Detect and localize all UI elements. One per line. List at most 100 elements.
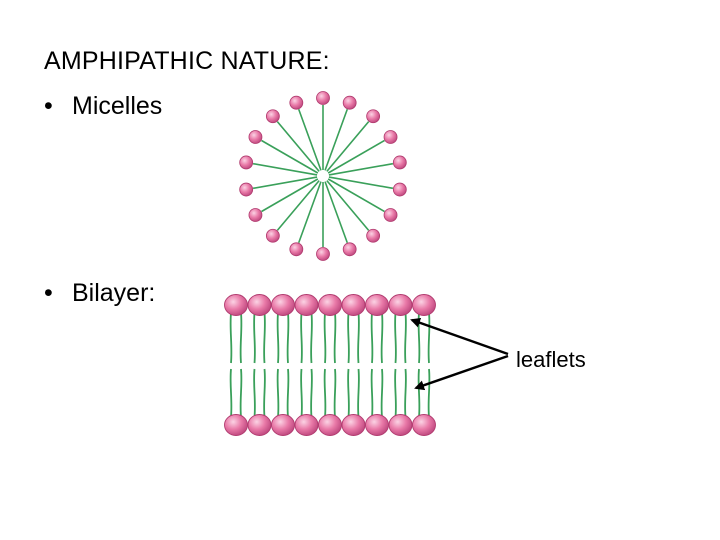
micelle-lipid-head (265, 228, 280, 243)
bilayer-lipid-head (224, 294, 248, 316)
micelle-lipid-tail (297, 181, 322, 243)
bilayer-lipid-tail (300, 368, 303, 418)
bilayer-lipid-tail (300, 312, 303, 364)
bilayer-lipid-tail (427, 368, 431, 418)
callout-arrow-bottom (414, 354, 509, 391)
micelle-lipid-head (316, 247, 330, 261)
bilayer-lipid-tail (347, 368, 350, 418)
bilayer-lipid-tail (323, 368, 327, 418)
bullet-bilayer-label: Bilayer: (72, 279, 156, 307)
bilayer-lipid-tail (239, 368, 243, 418)
micelle-lipid-head (289, 242, 304, 257)
micelle-lipid-tail (327, 139, 385, 174)
bilayer-lipid-tail (276, 368, 280, 418)
micelle-lipid-head (392, 182, 407, 197)
bilayer-lipid-tail (310, 312, 313, 364)
bilayer-lipid-head (224, 414, 248, 436)
micelle-lipid-head (289, 95, 304, 110)
bilayer-lipid-tail (253, 368, 256, 418)
bilayer-lipid-tail (310, 368, 313, 418)
micelle-lipid-head (248, 130, 263, 144)
bullet-micelles: • Micelles (44, 92, 162, 121)
micelle-lipid-head (383, 208, 398, 222)
bilayer-lipid-head (271, 294, 295, 316)
bilayer-lipid-tail (323, 312, 327, 364)
micelle-lipid-head (392, 155, 407, 170)
bullet-marker: • (44, 279, 53, 307)
bilayer-lipid-head (388, 414, 413, 436)
bilayer-lipid-head (388, 294, 413, 316)
leaflets-callout: leaflets (410, 317, 586, 391)
bilayer-lipid-head (341, 414, 366, 436)
bilayer-diagram (224, 294, 436, 436)
micelle-lipid-tail (324, 181, 349, 243)
bilayer-lipid-tail (253, 312, 256, 364)
micelle-lipid-tail (252, 162, 318, 176)
slide-heading: AMPHIPATHIC NATURE: (44, 47, 330, 75)
bilayer-lipid-tail (394, 368, 397, 418)
bilayer-lipid-head (247, 414, 272, 436)
bullet-micelles-label: Micelles (72, 92, 163, 120)
micelle-lipid-tail (328, 176, 394, 190)
bilayer-tails (229, 312, 431, 418)
micelle-lipid-head (366, 228, 381, 243)
bilayer-lipid-tail (404, 312, 407, 364)
bilayer-lipid-tail (427, 312, 431, 364)
callout-arrow-top (410, 317, 509, 356)
bilayer-lipid-tail (263, 312, 266, 364)
bilayer-lipid-head (271, 414, 295, 436)
bilayer-lipid-head (412, 414, 436, 436)
bilayer-lipid-head (318, 294, 342, 316)
micelle-lipid-tail (297, 109, 322, 171)
micelle-diagram (239, 91, 407, 261)
bilayer-lipid-head (341, 294, 366, 316)
bilayer-lipid-tail (263, 368, 266, 418)
micelle-lipid-tail (328, 162, 394, 176)
leaflets-label: leaflets (516, 347, 586, 372)
micelle-lipid-head (248, 208, 263, 222)
bilayer-lipid-tail (333, 312, 337, 364)
bilayer-lipid-tail (229, 312, 233, 364)
micelle-lipid-tail (276, 180, 320, 231)
bilayer-lipid-tail (417, 312, 421, 364)
bilayer-lipid-tail (347, 312, 350, 364)
bilayer-lipid-tail (276, 312, 280, 364)
bullet-bilayer: • Bilayer: (44, 279, 155, 308)
bilayer-lipid-head (365, 414, 389, 436)
bilayer-lipid-head (318, 414, 342, 436)
bilayer-bottom-leaflet-heads (224, 414, 436, 436)
bilayer-top-leaflet-heads (224, 294, 436, 316)
bilayer-lipid-tail (370, 312, 374, 364)
bilayer-lipid-tail (380, 312, 384, 364)
bilayer-lipid-head (294, 414, 319, 436)
bilayer-lipid-head (294, 294, 319, 316)
bilayer-lipid-tail (357, 368, 360, 418)
bilayer-lipid-tail (333, 368, 337, 418)
bilayer-lipid-tail (417, 368, 421, 418)
micelle-lipid-tail (261, 178, 319, 213)
micelle-lipid-head (316, 91, 330, 105)
micelle-lipid-head (265, 109, 280, 124)
micelle-lipid-head (342, 242, 357, 257)
micelle-lipid-head (239, 155, 254, 170)
bilayer-lipid-tail (286, 312, 290, 364)
bilayer-lipid-tail (229, 368, 233, 418)
bilayer-lipid-tail (394, 312, 397, 364)
micelle-lipid-head (366, 109, 381, 124)
micelle-lipid-tail (261, 139, 319, 174)
bullet-marker: • (44, 92, 53, 120)
micelle-lipid-tail (327, 178, 385, 213)
bilayer-lipid-tail (404, 368, 407, 418)
bilayer-lipid-tail (370, 368, 374, 418)
micelle-lipid-tail (252, 176, 318, 190)
bilayer-lipid-tail (239, 312, 243, 364)
micelle-lipid-head (239, 182, 254, 197)
micelle-lipid-tail (326, 180, 370, 231)
micelle-lipid-tail (324, 109, 349, 171)
micelle-lipid-tail (326, 121, 370, 172)
micelle-lipid-tail (276, 121, 320, 172)
bilayer-lipid-head (365, 294, 389, 316)
micelle-lipid-head (383, 130, 398, 144)
